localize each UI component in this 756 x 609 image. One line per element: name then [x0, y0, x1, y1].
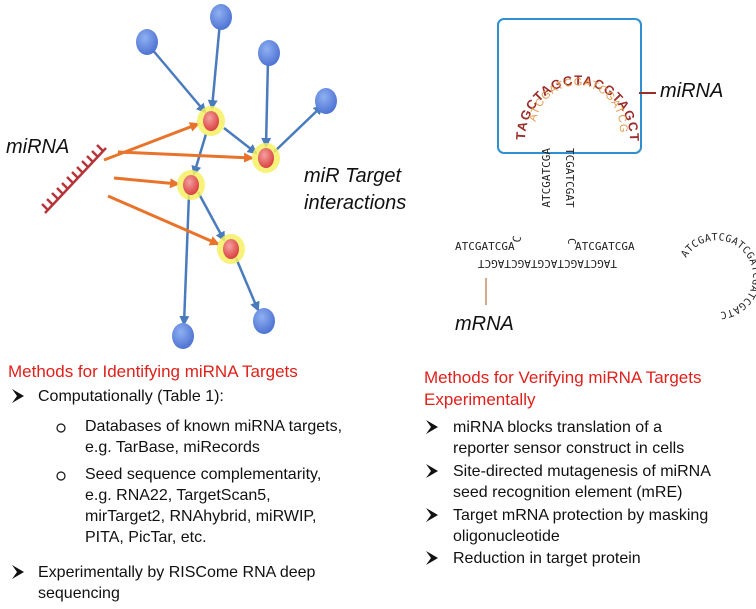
arrow-bullet-icon [426, 551, 438, 565]
sub1-line1: Databases of known miRNA targets, [85, 418, 343, 435]
stem-c-left: C [510, 235, 524, 244]
stem-c-right: C [565, 238, 578, 245]
gene-node [210, 4, 232, 30]
sub2-line2: e.g. RNA22, TargetScan5, [85, 487, 271, 504]
mrna-top-mid-seq: ATCGATCGA [575, 240, 635, 253]
gene-node [258, 40, 280, 66]
mirna-loop-outer: TAGCTAGCTACGTAGCTAGCTAG [0, 0, 642, 142]
left-item-experimental: Experimentally by RISCome RNA deep seque… [38, 562, 315, 604]
gene-node [136, 29, 158, 55]
left-item-computational: Computationally (Table 1): [38, 388, 224, 405]
right-item-protein: Reduction in target protein [453, 550, 641, 567]
left-panel-heading: Methods for Identifying miRNA Targets [8, 362, 298, 381]
mrna-bottom-seq: TAGCTAGCTACGTAGCTAGCT [478, 257, 617, 270]
sub2-line1: Seed sequence complementarity, [85, 466, 322, 483]
right-item1-line1: miRNA blocks translation of a [453, 419, 662, 436]
right-item-protection: Target mRNA protection by masking oligon… [453, 505, 708, 547]
sub1-line2: e.g. TarBase, miRecords [85, 439, 260, 456]
target-node [203, 111, 219, 131]
mirna-label-right: miRNA [660, 80, 724, 102]
edge [207, 21, 222, 110]
item2-line2: sequencing [38, 585, 120, 602]
mirna-strand-icon [41, 144, 107, 214]
right-item3-line1: Target mRNA protection by masking [453, 507, 709, 524]
edge [179, 193, 191, 326]
sub2-line4: PITA, PicTar, etc. [85, 529, 207, 546]
right-heading-line2: Experimentally [424, 390, 536, 409]
mrna-label: mRNA [455, 313, 514, 335]
interactions-label-line2: interactions [304, 192, 407, 214]
right-panel-heading: Methods for Verifying miRNA Targets Expe… [424, 367, 701, 411]
edge [191, 133, 208, 176]
network-edges [150, 21, 324, 326]
mrna-top-left-seq: ATCGATCGA [455, 240, 515, 253]
arrow-bullet-icon [12, 389, 24, 403]
edge [196, 191, 226, 242]
mirna-arrow [113, 176, 180, 189]
duplex-diagram: TAGCTAGCTACGTAGCTAGCTAG ATCGATCGATCGATCG… [0, 0, 756, 320]
mirna-label-left: miRNA [6, 136, 70, 158]
right-item3-line2: oligonucleotide [453, 528, 560, 545]
edge [150, 47, 207, 114]
arrow-bullet-icon [426, 420, 438, 434]
edge [223, 127, 258, 155]
right-item2-line2: seed recognition element (mRE) [453, 484, 683, 501]
interactions-label: miR Target interactions [304, 163, 406, 217]
left-subitem-databases: Databases of known miRNA targets, e.g. T… [85, 416, 342, 458]
gene-node [172, 323, 194, 349]
mirna-highlight-box [497, 18, 642, 154]
mirna-arrow [107, 194, 220, 246]
arrow-bullet-icon [426, 464, 438, 478]
circle-bullet-icon [56, 471, 66, 481]
arrow-bullet-icon [426, 508, 438, 522]
gene-node [315, 88, 337, 114]
right-item1-line2: reporter sensor construct in cells [453, 440, 685, 457]
mirna-arrows [103, 122, 254, 246]
circle-bullet-icon [56, 423, 66, 433]
right-item-translation: miRNA blocks translation of a reporter s… [453, 417, 684, 459]
gene-nodes [136, 4, 337, 349]
target-node [223, 239, 239, 259]
edge [234, 257, 260, 312]
target-node [183, 175, 199, 195]
mirna-arrow [103, 122, 200, 162]
left-subitem-seed: Seed sequence complementarity, e.g. RNA2… [85, 464, 321, 548]
right-item2-line1: Site-directed mutagenesis of miRNA [453, 463, 711, 480]
item2-line1: Experimentally by RISCome RNA deep [38, 564, 316, 581]
gene-node [253, 308, 275, 334]
right-item-mutagenesis: Site-directed mutagenesis of miRNA seed … [453, 461, 711, 503]
target-node [258, 148, 274, 168]
sub2-line3: mirTarget2, RNAhybrid, miRWIP, [85, 508, 317, 525]
arrow-bullet-icon [12, 565, 24, 579]
network-diagram [41, 4, 337, 349]
stem-right-seq: TCGATCGAT [563, 148, 576, 208]
edge [273, 104, 324, 153]
target-nodes [177, 106, 280, 264]
bullets [12, 389, 438, 579]
interactions-label-line1: miR Target [304, 165, 402, 187]
edge [261, 59, 272, 148]
mirna-arrow [117, 150, 254, 163]
stem-left-seq: ATCGATCGA [540, 148, 553, 208]
right-heading-line1: Methods for Verifying miRNA Targets [424, 368, 702, 387]
